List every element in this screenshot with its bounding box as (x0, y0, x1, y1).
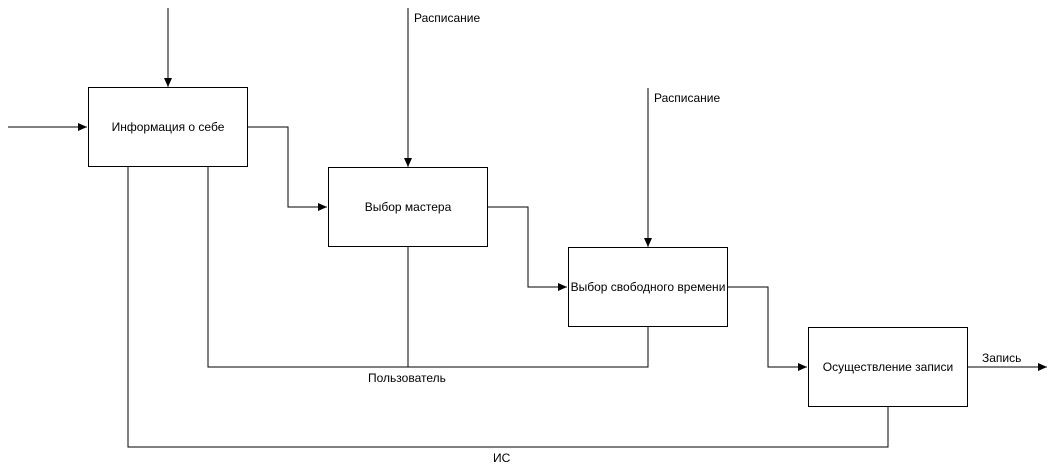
box-time-label: Выбор свободного времени (570, 280, 726, 294)
box-master: Выбор мастера (328, 167, 488, 247)
arrow-master-to-time (488, 206, 567, 291)
arrow-info-to-master (248, 126, 327, 211)
box-master-label: Выбор мастера (364, 200, 452, 214)
mechanism-user-line (207, 167, 649, 368)
box-time: Выбор свободного времени (568, 247, 728, 327)
mechanism-is-line (127, 167, 889, 448)
label-output: Запись (982, 351, 1022, 365)
label-user: Пользователь (368, 371, 446, 385)
box-booking-label: Осуществление записи (822, 360, 954, 374)
label-schedule-2: Расписание (654, 91, 721, 105)
label-is: ИС (493, 451, 511, 465)
box-info: Информация о себе (88, 87, 248, 167)
label-schedule-1: Расписание (414, 11, 481, 25)
box-info-label: Информация о себе (111, 120, 225, 134)
arrow-time-to-booking (728, 286, 807, 371)
box-booking: Осуществление записи (808, 327, 968, 407)
